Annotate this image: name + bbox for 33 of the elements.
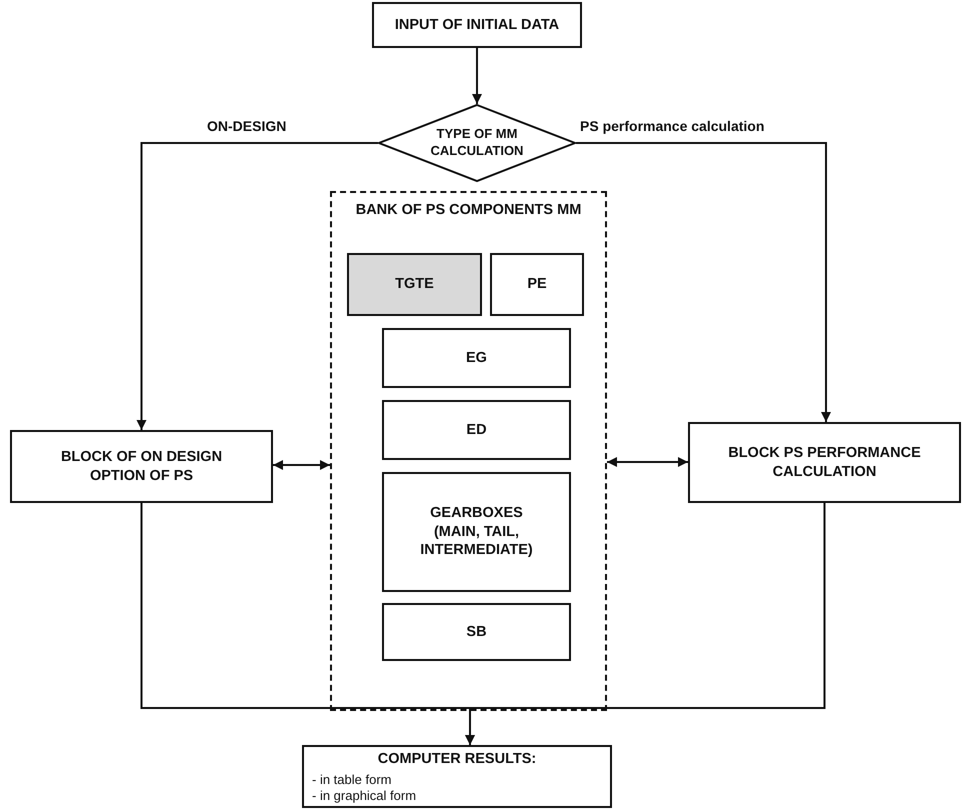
box-label: EG bbox=[466, 348, 487, 368]
process-box bbox=[382, 472, 571, 592]
connector-arrow bbox=[465, 503, 826, 745]
connector-arrow bbox=[273, 460, 330, 470]
edge-label: ON-DESIGN bbox=[205, 118, 288, 134]
box-label: INPUT OF INITIAL DATA bbox=[394, 16, 560, 34]
box-label: BLOCK PS PERFORMANCE CALCULATION bbox=[727, 444, 922, 482]
connector-arrow bbox=[576, 142, 831, 422]
connector-arrow bbox=[136, 142, 378, 430]
process-box bbox=[372, 2, 582, 48]
list-item: - in table form bbox=[312, 772, 392, 788]
process-box bbox=[347, 253, 482, 316]
box-label: GEARBOXES (MAIN, TAIL, INTERMEDIATE) bbox=[419, 504, 534, 560]
box-label: BLOCK OF ON DESIGN OPTION OF PS bbox=[60, 448, 224, 486]
process-box bbox=[382, 603, 571, 661]
process-box bbox=[490, 253, 584, 316]
dashed-group-box bbox=[330, 191, 607, 711]
process-box bbox=[10, 430, 273, 503]
process-box bbox=[382, 400, 571, 460]
process-box bbox=[688, 422, 961, 503]
connector-arrow bbox=[472, 48, 482, 104]
box-label: PE bbox=[527, 275, 547, 294]
box-label: TYPE OF MM CALCULATION bbox=[430, 126, 524, 160]
box-label: ED bbox=[466, 420, 487, 440]
decision-diamond bbox=[378, 104, 576, 182]
box-label: SB bbox=[466, 622, 487, 642]
output-box bbox=[302, 745, 612, 808]
box-heading: COMPUTER RESULTS: bbox=[378, 750, 536, 768]
edge-label: PS performance calculation bbox=[578, 118, 766, 134]
list-item: - in graphical form bbox=[312, 788, 416, 805]
box-label: TGTE bbox=[395, 275, 434, 294]
box-label: BANK OF PS COMPONENTS MM bbox=[356, 201, 582, 220]
process-box bbox=[382, 328, 571, 388]
